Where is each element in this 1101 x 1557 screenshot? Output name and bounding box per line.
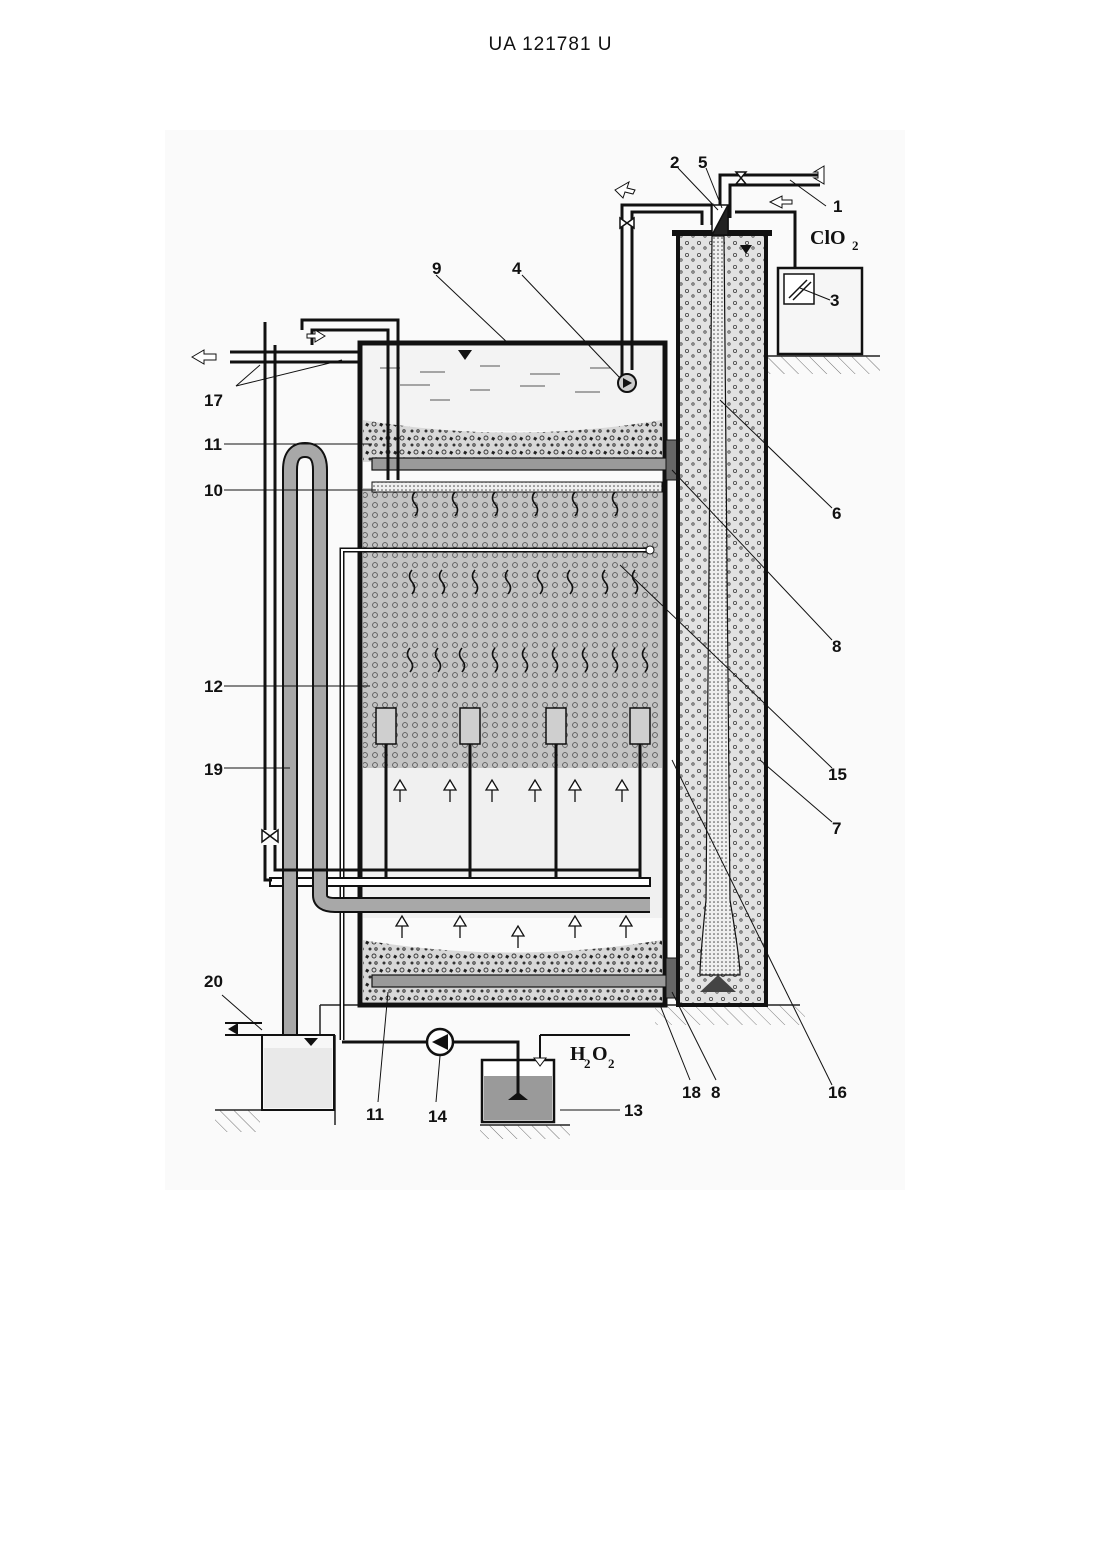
label-5: 5	[698, 153, 707, 172]
h2o2-o: O	[592, 1043, 608, 1065]
label-10: 10	[204, 481, 223, 500]
label-17: 17	[204, 391, 223, 410]
recirculation-column	[672, 230, 772, 1005]
label-20: 20	[204, 972, 223, 991]
label-8-lower: 8	[711, 1083, 720, 1102]
label-7: 7	[832, 819, 841, 838]
label-12: 12	[204, 677, 223, 696]
clo2-label: ClO	[810, 227, 846, 249]
label-4: 4	[512, 259, 522, 278]
label-1: 1	[833, 197, 842, 216]
label-18: 18	[682, 1083, 701, 1102]
label-3: 3	[830, 291, 839, 310]
dosing-unit-2	[712, 205, 728, 235]
label-15: 15	[828, 765, 847, 784]
label-2: 2	[670, 153, 679, 172]
clo2-subscript: 2	[852, 238, 859, 253]
label-11-upper: 11	[204, 435, 222, 454]
clo2-generator-3	[778, 268, 862, 354]
label-11-lower: 11	[366, 1105, 384, 1124]
pump-4	[618, 374, 636, 392]
label-9: 9	[432, 259, 441, 278]
h2o2-sub1: 2	[584, 1056, 591, 1071]
label-16: 16	[828, 1083, 847, 1102]
h2o2-sub2: 2	[608, 1056, 615, 1071]
label-19: 19	[204, 760, 223, 779]
label-13: 13	[624, 1101, 643, 1120]
pump-14	[427, 1029, 453, 1055]
label-14: 14	[428, 1107, 447, 1126]
label-6: 6	[832, 504, 841, 523]
label-8-upper: 8	[832, 637, 841, 656]
